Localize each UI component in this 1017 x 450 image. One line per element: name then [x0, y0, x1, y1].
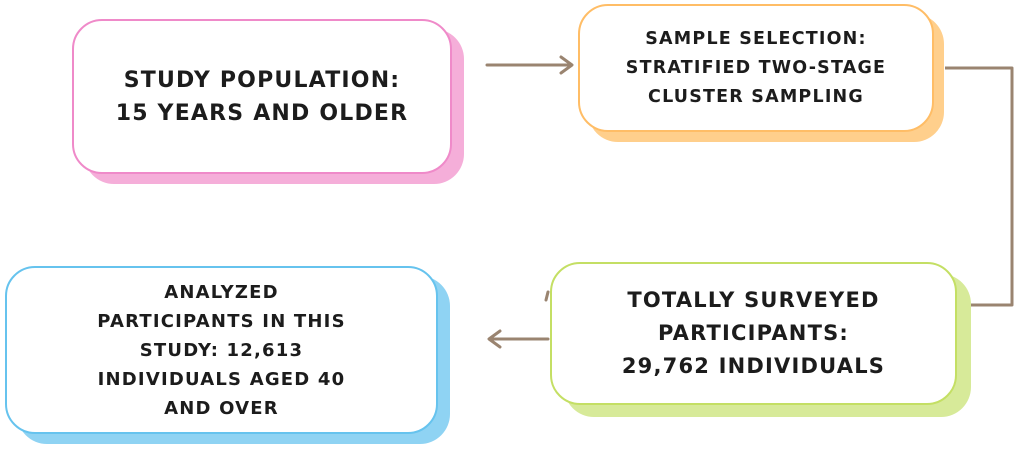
arrowhead-left-icon [487, 329, 502, 349]
node-line: 29,762 INDIVIDUALS [621, 354, 886, 378]
node-box: SAMPLE SELECTION: STRATIFIED TWO-STAGE C… [578, 4, 934, 132]
node-text: ANALYZED PARTICIPANTS IN THIS STUDY: 12,… [97, 278, 345, 423]
node-line: PARTICIPANTS: [657, 321, 850, 345]
node-line: ANALYZED [164, 281, 279, 303]
node-sample-selection: SAMPLE SELECTION: STRATIFIED TWO-STAGE C… [578, 4, 944, 142]
node-line: AND OVER [164, 397, 279, 419]
connector-line [945, 66, 1014, 307]
node-text: SAMPLE SELECTION: STRATIFIED TWO-STAGE C… [626, 25, 886, 112]
node-line: INDIVIDUALS AGED 40 [97, 368, 346, 390]
arrow-sample-to-surveyed [544, 66, 1014, 307]
arrow-surveyed-to-analyzed [487, 329, 550, 349]
node-box: ANALYZED PARTICIPANTS IN THIS STUDY: 12,… [5, 266, 438, 434]
node-study-population: STUDY POPULATION: 15 YEARS AND OLDER [72, 19, 464, 184]
node-line: CLUSTER SAMPLING [648, 86, 864, 107]
node-line: STRATIFIED TWO-STAGE [625, 57, 887, 78]
node-line: PARTICIPANTS IN THIS [97, 310, 346, 332]
node-text: STUDY POPULATION: 15 YEARS AND OLDER [116, 64, 409, 130]
node-line: STUDY POPULATION: [123, 67, 401, 93]
node-analyzed-participants: ANALYZED PARTICIPANTS IN THIS STUDY: 12,… [5, 266, 450, 444]
node-box: TOTALLY SURVEYED PARTICIPANTS: 29,762 IN… [550, 262, 957, 405]
node-text: TOTALLY SURVEYED PARTICIPANTS: 29,762 IN… [622, 284, 885, 383]
node-line: STUDY: 12,613 [139, 339, 304, 361]
node-totally-surveyed: TOTALLY SURVEYED PARTICIPANTS: 29,762 IN… [550, 262, 971, 417]
node-box: STUDY POPULATION: 15 YEARS AND OLDER [72, 19, 452, 174]
node-line: 15 YEARS AND OLDER [115, 100, 409, 126]
connector-stub [544, 290, 550, 302]
arrowhead-right-icon [559, 55, 574, 75]
node-line: SAMPLE SELECTION: [645, 28, 867, 49]
arrow-population-to-sample [485, 55, 574, 75]
node-line: TOTALLY SURVEYED [627, 288, 880, 312]
